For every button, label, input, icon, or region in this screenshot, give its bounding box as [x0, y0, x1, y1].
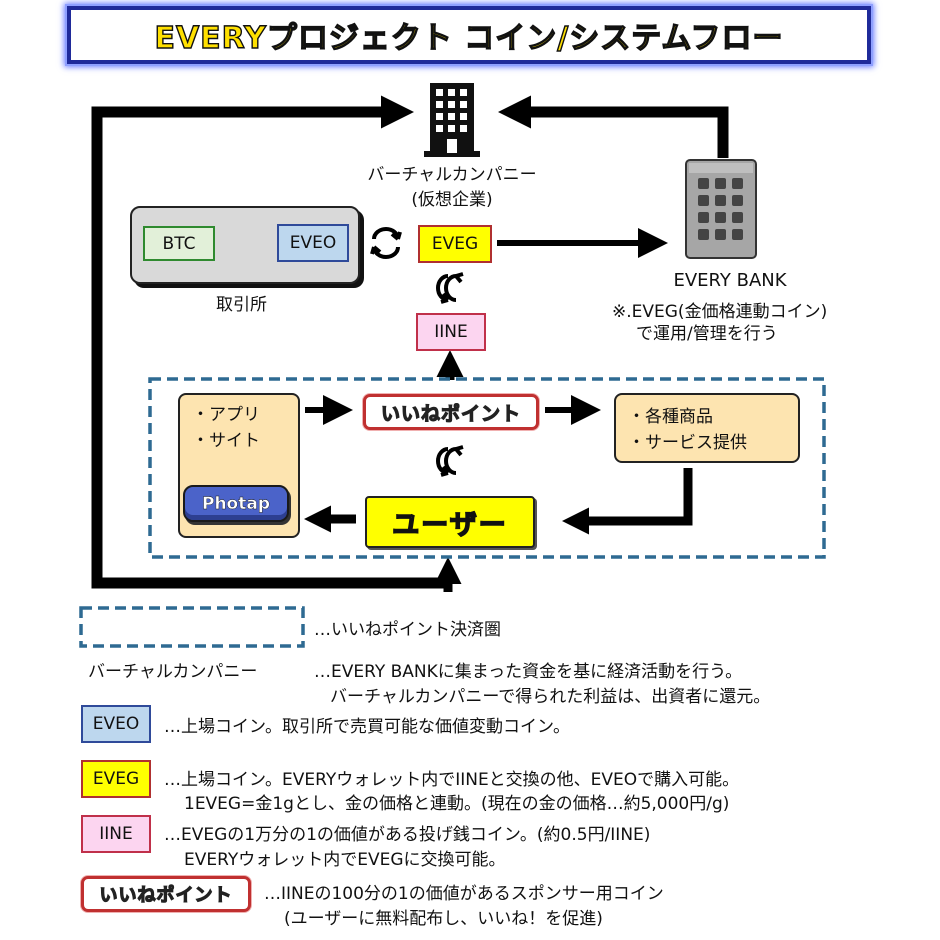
- iine-point-zone: [148, 377, 826, 559]
- btc-coin-box: BTC: [143, 226, 215, 261]
- legend-eveg-line1: …上場コイン。EVERYウォレット内でIINEと交換の他、EVEOで購入可能。: [164, 770, 740, 790]
- exchange-arrows-icon-exchange-eveg: [370, 227, 402, 259]
- legend-virtual-company-line1: …EVERY BANKに集まった資金を基に経済活動を行う。: [314, 662, 743, 682]
- exchange-arrows-icon-eveg-iine: [436, 272, 464, 304]
- exchange-label: 取引所: [216, 295, 267, 315]
- title-banner: EVERYプロジェクト コイン/システムフロー: [67, 6, 871, 64]
- products-services-box: [614, 393, 800, 463]
- photap-label: Photap: [201, 493, 270, 514]
- legend-zone-desc: …いいねポイント決済圏: [314, 620, 501, 640]
- loop-user-to-company-line: [91, 95, 448, 589]
- every-bank-note-1: ※.EVEG(金価格連動コイン): [612, 302, 828, 322]
- legend-iine-point-swatch: いいねポイント: [81, 876, 251, 912]
- legend-iine-swatch: IINE: [81, 815, 151, 853]
- virtual-company-label-1: バーチャルカンパニー: [367, 165, 537, 185]
- products-label: ・各種商品: [628, 407, 713, 427]
- eveo-coin-box: EVEO: [277, 224, 349, 262]
- eveg-coin-box: EVEG: [418, 225, 492, 263]
- photap-badge: Photap: [183, 485, 289, 522]
- legend-eveg-swatch: EVEG: [81, 760, 151, 798]
- site-label: ・サイト: [192, 431, 260, 451]
- every-bank-label: EVERY BANK: [673, 270, 787, 291]
- iine-coin-box: IINE: [416, 313, 486, 351]
- exchange-arrows-icon-point-user: [436, 445, 464, 477]
- every-bank-note-2: で運用/管理を行う: [636, 324, 778, 344]
- legend-zone-swatch: [79, 606, 305, 648]
- legend-iine-point-line1: …IINEの100分の1の価値があるスポンサー用コイン: [264, 884, 664, 904]
- page-title: EVERYプロジェクト コイン/システムフロー: [154, 20, 784, 56]
- bank-building-icon: [685, 159, 757, 259]
- app-label: ・アプリ: [192, 405, 260, 425]
- bank-to-company-line: [498, 95, 729, 158]
- virtual-company-label-2: (仮想企業): [411, 190, 493, 210]
- products-to-user-arrow: [562, 468, 693, 535]
- office-building-icon: [424, 83, 480, 157]
- user-label: ユーザー: [392, 509, 508, 542]
- user-box: ユーザー: [365, 496, 535, 548]
- legend-eveo-swatch: EVEO: [81, 705, 151, 743]
- services-label: ・サービス提供: [628, 433, 747, 453]
- legend-eveg-line2: 1EVEG=金1gとし、金の価格と連動。(現在の金の価格…約5,000円/g): [184, 794, 730, 814]
- legend-iine-point-line2: (ユーザーに無料配布し、いいね！を促進): [284, 909, 603, 929]
- legend-eveo-desc: …上場コイン。取引所で売買可能な価値変動コイン。: [164, 717, 570, 737]
- legend-virtual-company-line2: バーチャルカンパニーで得られた利益は、出資者に還元。: [330, 687, 771, 707]
- legend-iine-line1: …EVEGの1万分の1の価値がある投げ銭コイン。(約0.5円/IINE): [164, 825, 651, 845]
- legend-virtual-company-term: バーチャルカンパニー: [88, 662, 258, 682]
- legend-iine-line2: EVERYウォレット内でEVEGに交換可能。: [184, 850, 506, 870]
- iine-point-badge: いいねポイント: [363, 394, 539, 430]
